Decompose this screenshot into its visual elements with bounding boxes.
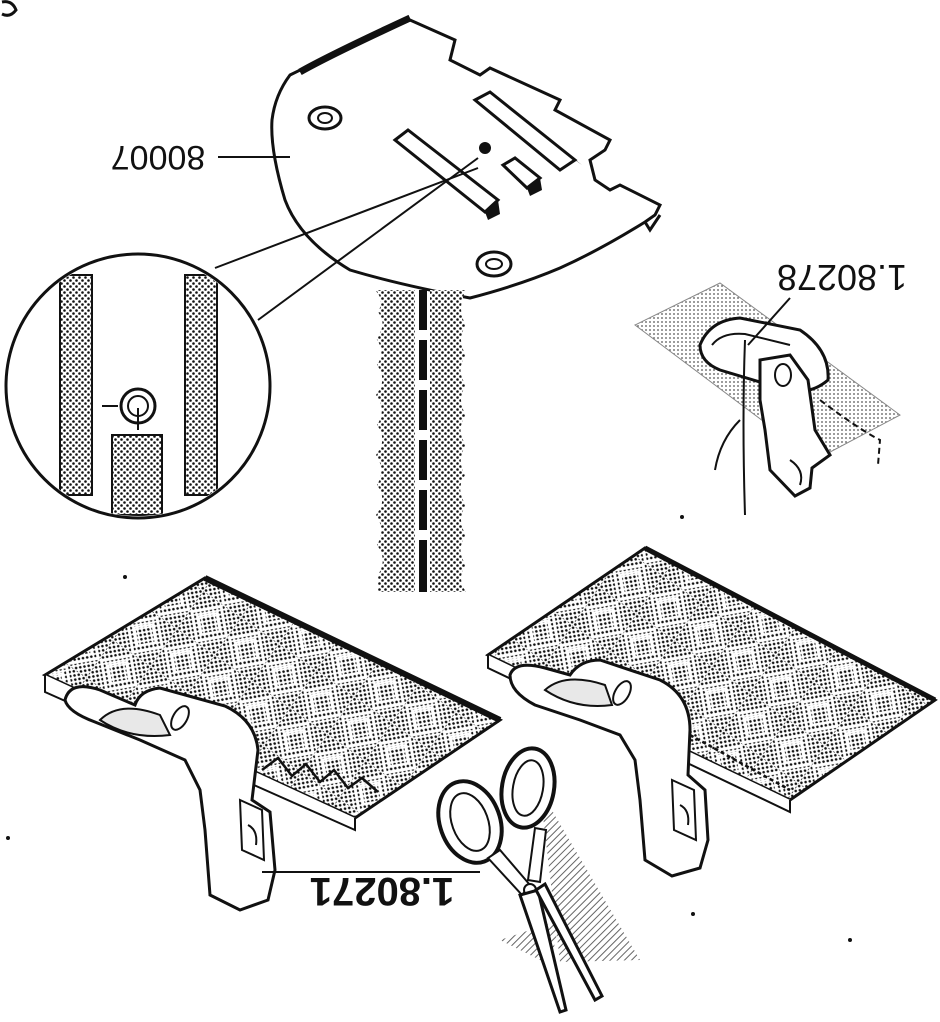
- presser-foot-top-right: 1.80278: [634, 257, 907, 516]
- straight-stitch-sample: [375, 290, 466, 592]
- corner-mark: [1, 0, 18, 17]
- foot-278-leader: [747, 297, 791, 346]
- presser-foot-bottom-left: 1.80271: [41, 575, 504, 913]
- foot-278-label: 1.80278: [777, 257, 907, 298]
- magnified-detail: [4, 252, 272, 520]
- foot-271-label: 1.80271: [310, 869, 455, 913]
- needle-plate-label: 80007: [111, 138, 206, 176]
- scissors-icon: [436, 746, 640, 1014]
- needle-hole: [479, 142, 491, 154]
- presser-foot-bottom-right: [485, 545, 938, 878]
- needle-plate: 80007: [111, 14, 663, 300]
